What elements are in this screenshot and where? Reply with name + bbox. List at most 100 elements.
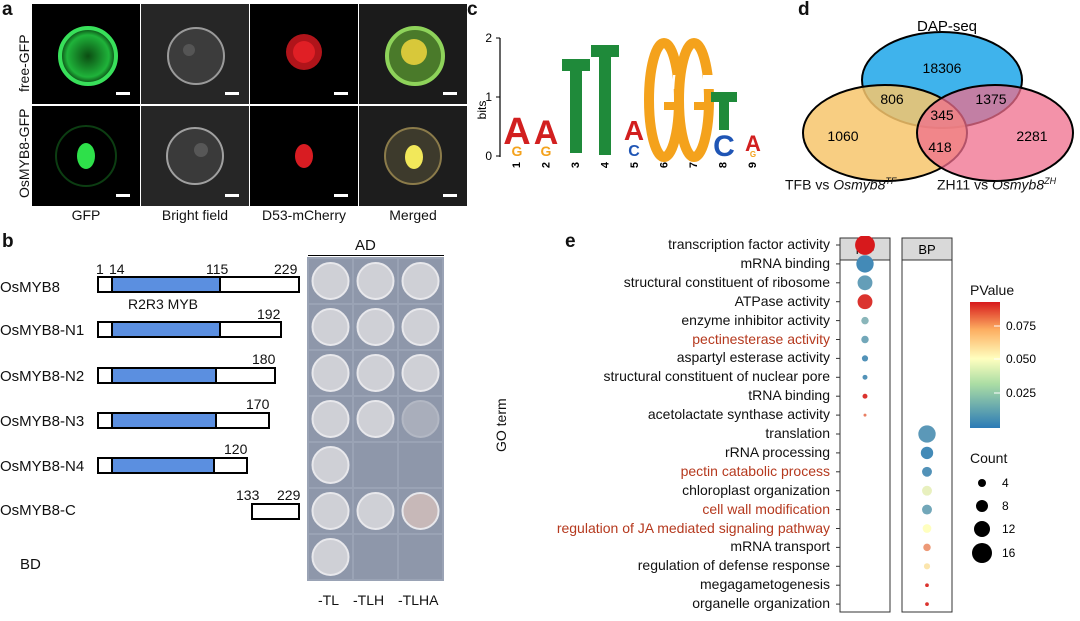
micrograph-osmyb8-gfp-merged	[359, 106, 467, 206]
yeast-colony	[356, 400, 395, 438]
logo-ytick-0: 0	[485, 149, 492, 163]
logo-letter-A: A	[534, 114, 559, 152]
construct-osmyb8: OsMYB8	[0, 279, 61, 296]
venn-label-tfb-prefix: TFB vs	[785, 176, 834, 193]
pvalue-tick-0075: 0.075	[1006, 319, 1036, 333]
venn-value-left-right: 418	[928, 139, 952, 155]
mcherry-cell-image	[286, 34, 322, 70]
go-dot	[862, 374, 868, 380]
scale-bar	[225, 194, 239, 197]
venn-value-top-left: 806	[880, 91, 904, 107]
scale-bar	[334, 194, 348, 197]
panel-e-label: e	[565, 231, 576, 252]
micrograph-free-gfp-merged	[359, 4, 467, 104]
bd-label: BD	[20, 556, 41, 573]
media-label-tl: -TL	[318, 592, 339, 608]
bar-osmyb8-n4	[97, 457, 248, 474]
go-term-label: regulation of JA mediated signaling path…	[556, 519, 830, 536]
go-term-label: organelle organization	[692, 595, 830, 612]
venn-label-tfb: TFB vs Osmyb8TF	[785, 176, 896, 193]
go-term-label: tRNA binding	[748, 387, 830, 404]
go-term-label: mRNA transport	[730, 538, 830, 555]
pvalue-tick-0050: 0.050	[1006, 352, 1036, 366]
go-term-label: chloroplast organization	[682, 481, 830, 498]
count-tick-8: 8	[1002, 499, 1009, 513]
go-dot	[922, 485, 932, 496]
legend-pvalue-title: PValue	[970, 282, 1015, 298]
go-term-label: regulation of defense response	[637, 557, 830, 574]
venn-set-zh11	[916, 84, 1074, 182]
pos-label-229-c: 229	[277, 487, 301, 503]
logo-position-label: 1	[511, 162, 523, 168]
logo-position-label: 3	[570, 162, 582, 168]
yeast-colony	[311, 492, 350, 530]
logo-letter-T	[591, 45, 619, 155]
go-dot	[922, 466, 932, 477]
go-term-label: structural constituent of ribosome	[623, 273, 830, 290]
go-term-label: rRNA processing	[724, 443, 830, 460]
bar-osmyb8-n2	[97, 367, 276, 384]
yeast-colony	[401, 400, 440, 438]
go-term-label: enzyme inhibitor activity	[681, 311, 830, 328]
count-tick-4: 4	[1002, 476, 1009, 490]
mcherry-nucleus-image	[295, 144, 313, 168]
yeast-colony	[311, 446, 350, 484]
scale-bar	[116, 194, 130, 197]
construct-osmyb8-n2: OsMYB8-N2	[0, 368, 85, 385]
go-dot	[925, 583, 929, 588]
logo-letter-C: C	[628, 143, 640, 160]
go-dot	[857, 275, 873, 291]
plate-cell	[354, 443, 397, 487]
yeast-colony	[356, 262, 395, 300]
logo-ytick-2: 2	[485, 31, 492, 45]
venn-value-center: 345	[930, 107, 954, 123]
gfp-cell-image	[58, 26, 118, 86]
micrograph-osmyb8-gfp-gfp	[32, 106, 140, 206]
domain-label: R2R3 MYB	[128, 296, 199, 312]
go-term-label: transcription factor activity	[668, 236, 830, 252]
bar-osmyb8-n3	[97, 412, 270, 429]
yeast-colony	[401, 262, 440, 300]
yeast-plate-grid	[307, 257, 444, 581]
yeast-colony	[311, 308, 350, 346]
count-legend-dot	[976, 500, 988, 512]
logo-ytick-1: 1	[485, 90, 492, 104]
brightfield-cell-image	[167, 27, 225, 85]
logo-letter-T	[562, 59, 590, 153]
logo-letter-G	[674, 38, 715, 162]
scale-bar	[334, 92, 348, 95]
col-label-merged: Merged	[389, 207, 437, 223]
go-term-label: ATPase activity	[734, 292, 830, 309]
go-dot	[857, 294, 873, 310]
micrograph-osmyb8-gfp-mcherry	[250, 106, 358, 206]
logo-position-label: 5	[629, 162, 641, 168]
logo-position-label: 2	[540, 162, 552, 168]
yeast-colony	[401, 308, 440, 346]
go-term-label: structural constituent of nuclear pore	[603, 368, 830, 385]
bar-osmyb8-n1	[97, 321, 282, 338]
pos-label-115: 115	[206, 261, 229, 277]
ad-underline	[308, 255, 444, 256]
col-label-brightfield: Bright field	[161, 207, 229, 223]
scale-bar	[443, 194, 457, 197]
logo-letter-G: G	[541, 143, 552, 159]
logo-letter-A: A	[503, 111, 530, 153]
scale-bar	[443, 92, 457, 95]
count-tick-16: 16	[1002, 546, 1016, 560]
go-term-label: pectin catabolic process	[680, 462, 830, 479]
panel-c-label: c	[467, 0, 478, 20]
venn-value-top: 18306	[923, 60, 962, 76]
venn-label-zh11-sup: ZH	[1044, 176, 1057, 186]
go-term-label: megagametogenesis	[700, 576, 830, 593]
col-label-gfp: GFP	[71, 207, 101, 223]
micrograph-free-gfp-gfp	[32, 4, 140, 104]
count-legend-dot	[978, 479, 986, 487]
venn-value-right: 2281	[1016, 128, 1047, 144]
merged-nucleus-image	[384, 127, 442, 185]
pos-label-170: 170	[246, 396, 270, 412]
micrograph-free-gfp-mcherry	[250, 4, 358, 104]
construct-diagram	[97, 276, 300, 520]
pos-label-14: 14	[109, 261, 125, 277]
go-term-label: acetolactate synthase activity	[647, 406, 830, 423]
